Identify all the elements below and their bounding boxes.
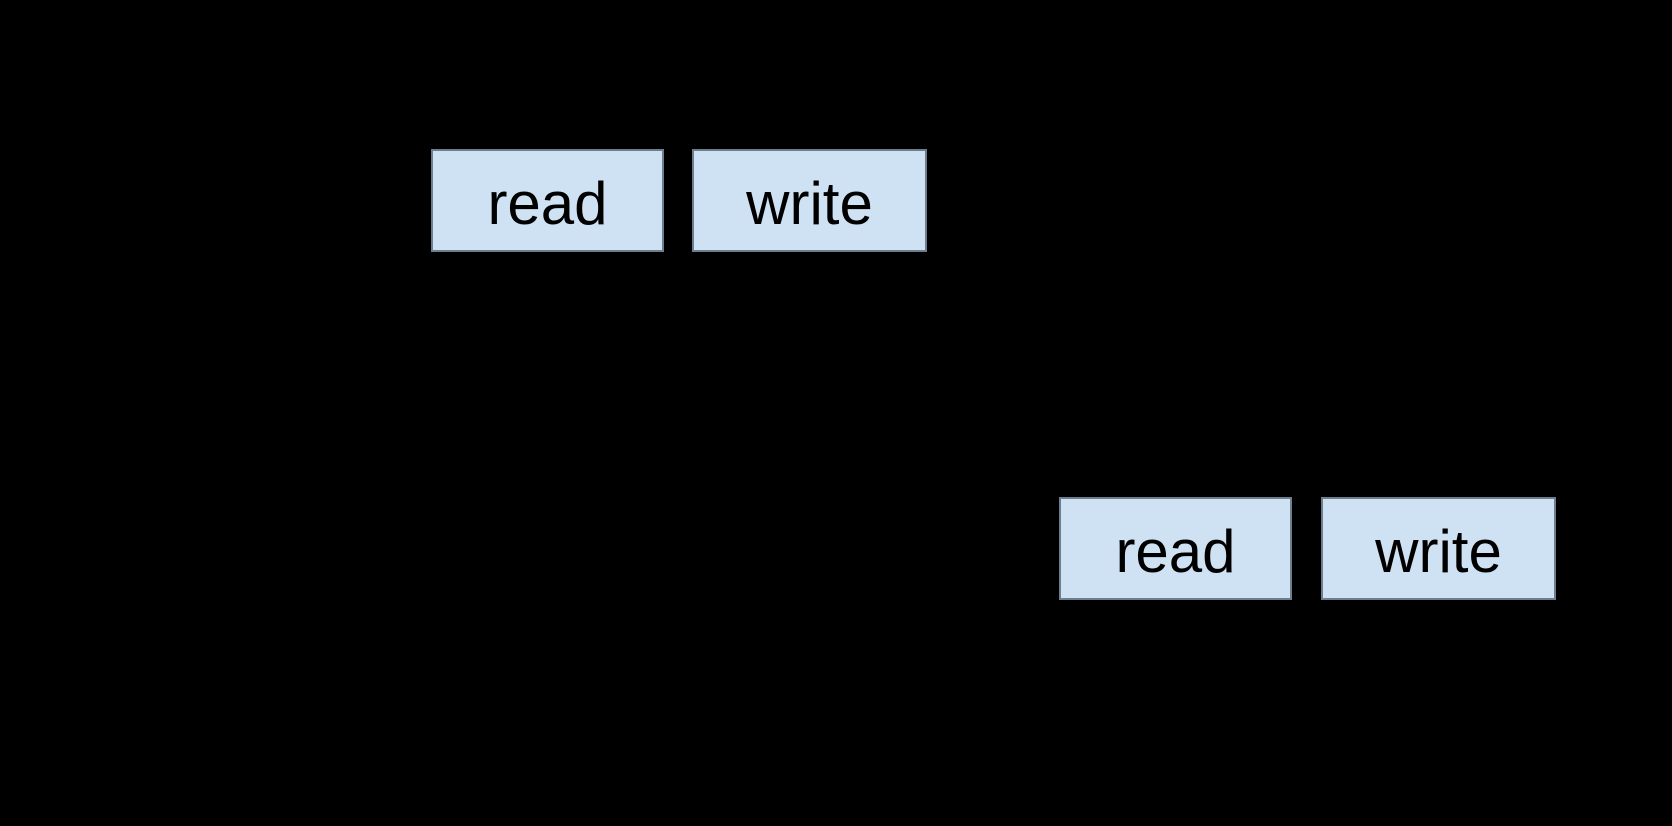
write-box-top: write: [692, 149, 927, 252]
write-box-bottom: write: [1321, 497, 1556, 600]
read-box-bottom: read: [1059, 497, 1292, 600]
read-box-top: read: [431, 149, 664, 252]
